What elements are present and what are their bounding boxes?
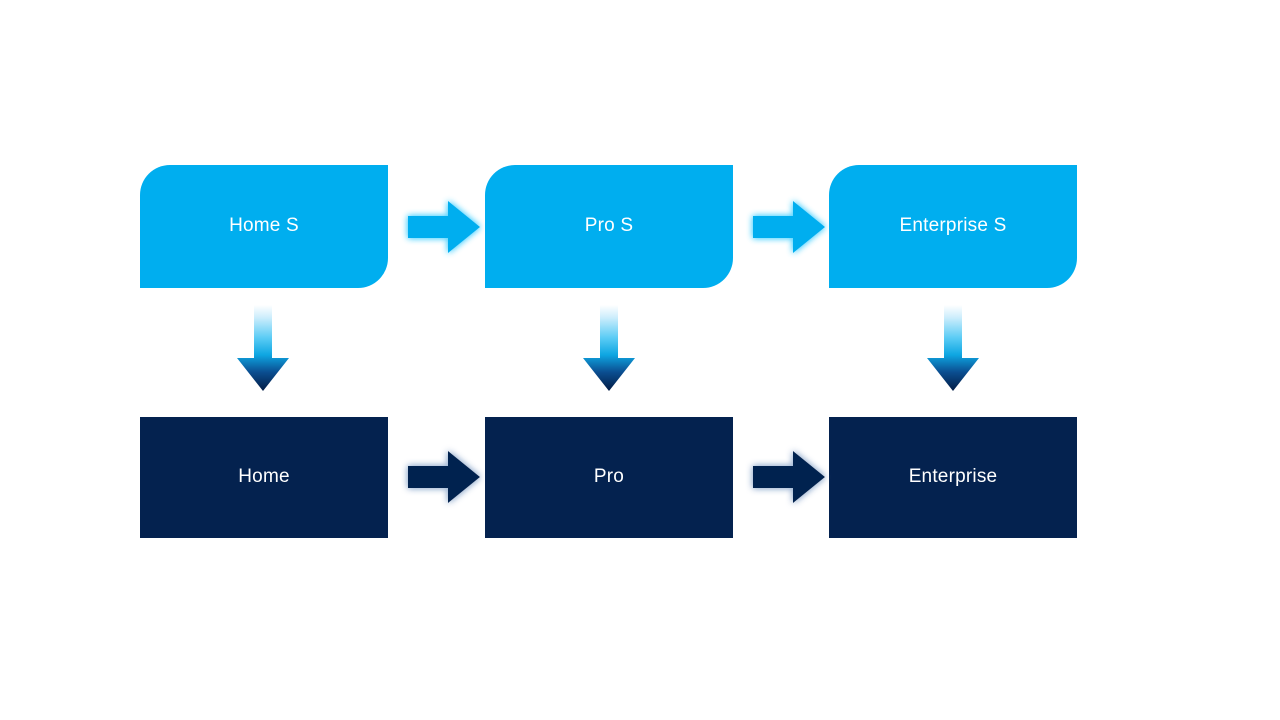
node-home-label: Home <box>238 466 290 488</box>
arrow-pro-to-enterprise-icon <box>749 446 829 508</box>
node-enterprise-s-label: Enterprise S <box>899 215 1007 237</box>
arrow-pro-s-down-to-pro-icon <box>578 305 640 395</box>
arrow-home-to-pro-icon <box>404 446 484 508</box>
node-pro-label: Pro <box>593 466 625 488</box>
arrow-pro-s-to-enterprise-s-icon <box>749 196 829 258</box>
node-enterprise-label: Enterprise <box>908 466 998 488</box>
node-pro-s[interactable]: Pro S <box>485 165 733 288</box>
node-pro-s-label: Pro S <box>584 215 634 237</box>
node-pro[interactable]: Pro <box>485 417 733 538</box>
node-home-s[interactable]: Home S <box>140 165 388 288</box>
node-enterprise[interactable]: Enterprise <box>829 417 1077 538</box>
node-home-s-label: Home S <box>229 215 299 237</box>
node-home[interactable]: Home <box>140 417 388 538</box>
arrow-home-s-to-pro-s-icon <box>404 196 484 258</box>
arrow-enterprise-s-down-to-enterprise-icon <box>922 305 984 395</box>
arrow-home-s-down-to-home-icon <box>232 305 294 395</box>
node-enterprise-s[interactable]: Enterprise S <box>829 165 1077 288</box>
